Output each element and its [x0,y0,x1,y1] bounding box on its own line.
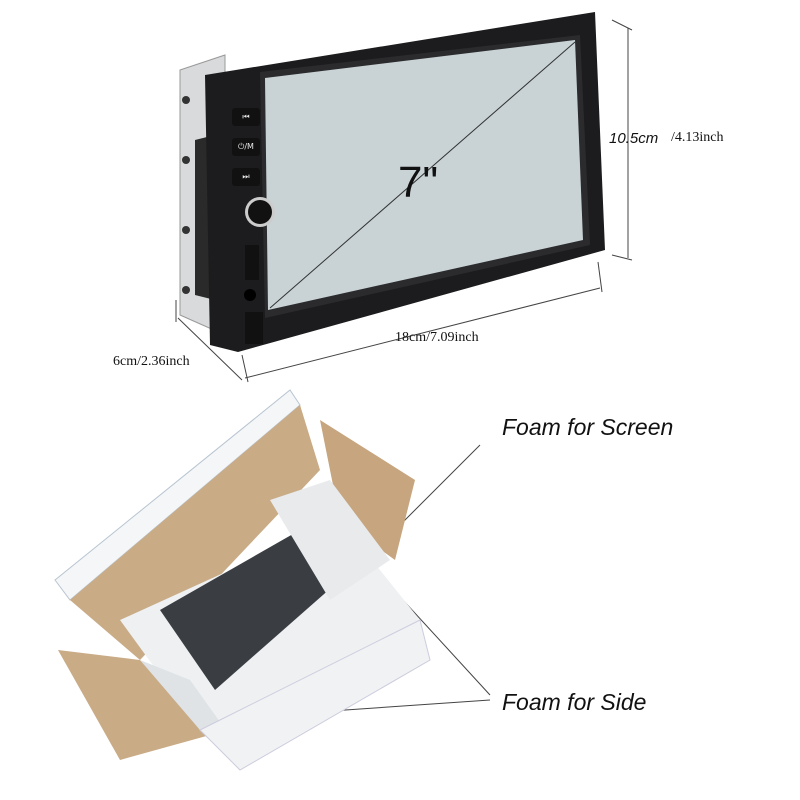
packaging-box [54,389,431,771]
power-mode-button-label: ⏻/M [238,142,254,151]
foam-side-label: Foam for Side [502,689,647,715]
height-inch-label: /4.13inch [671,130,724,145]
prev-button [232,108,260,126]
power-mode-button [232,138,260,156]
screen-size-label: 7" [398,158,439,207]
width-label: 18cm/7.09inch [395,330,479,345]
next-button-label: ⏭ [242,172,250,181]
height-cm-label: 10.5cm [609,130,659,147]
prev-button-label: ⏮ [242,112,250,121]
depth-label: 6cm/2.36inch [113,354,190,369]
next-button [232,168,260,186]
foam-screen-label: Foam for Screen [502,414,674,440]
foam-screen [270,480,390,600]
stereo-unit [179,12,605,352]
